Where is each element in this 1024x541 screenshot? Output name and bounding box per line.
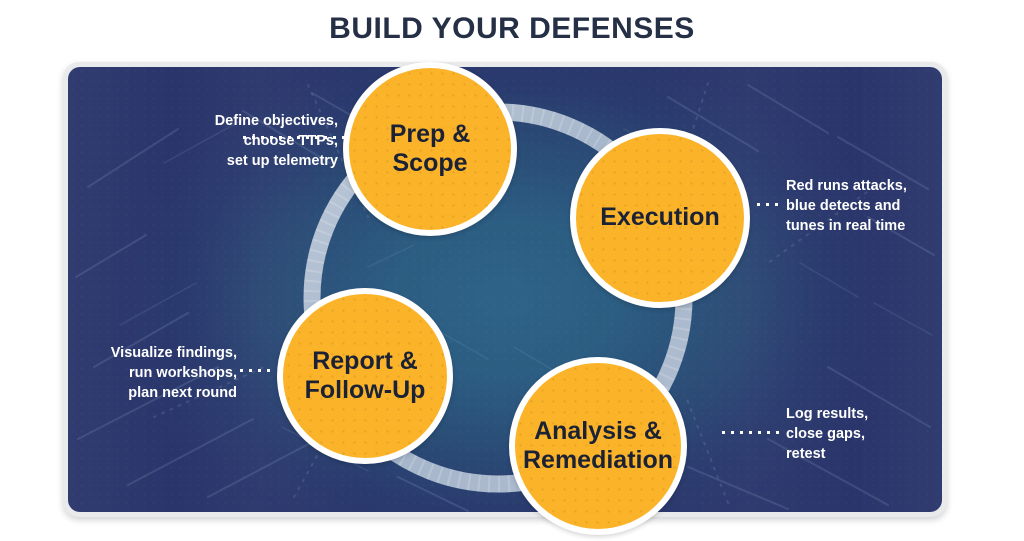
page-title: BUILD YOUR DEFENSES xyxy=(329,12,695,45)
cycle-node-analysis-label: Analysis & Remediation xyxy=(522,416,674,474)
cycle-node-execution-label: Execution xyxy=(600,203,720,232)
cycle-node-report-label: Report & Follow-Up xyxy=(304,346,426,404)
cycle-node-analysis[interactable]: Analysis & Remediation xyxy=(509,357,687,535)
leader-line-analysis xyxy=(722,431,783,434)
callout-report: Visualize findings, run workshops, plan … xyxy=(110,345,237,401)
cycle-node-prep[interactable]: Prep & Scope xyxy=(343,62,517,236)
leader-line-report xyxy=(240,369,276,372)
leader-line-prep xyxy=(243,136,350,139)
cycle-node-execution[interactable]: Execution xyxy=(570,128,750,308)
callout-execution: Red runs attacks, blue detects and tunes… xyxy=(786,178,907,234)
cycle-node-prep-label: Prep & Scope xyxy=(389,119,471,177)
callout-prep: Define objectives, choose TTPs, set up t… xyxy=(214,113,338,169)
leader-line-execution xyxy=(757,203,784,206)
cycle-node-report[interactable]: Report & Follow-Up xyxy=(277,288,453,464)
callout-analysis: Log results, close gaps, retest xyxy=(786,406,869,462)
